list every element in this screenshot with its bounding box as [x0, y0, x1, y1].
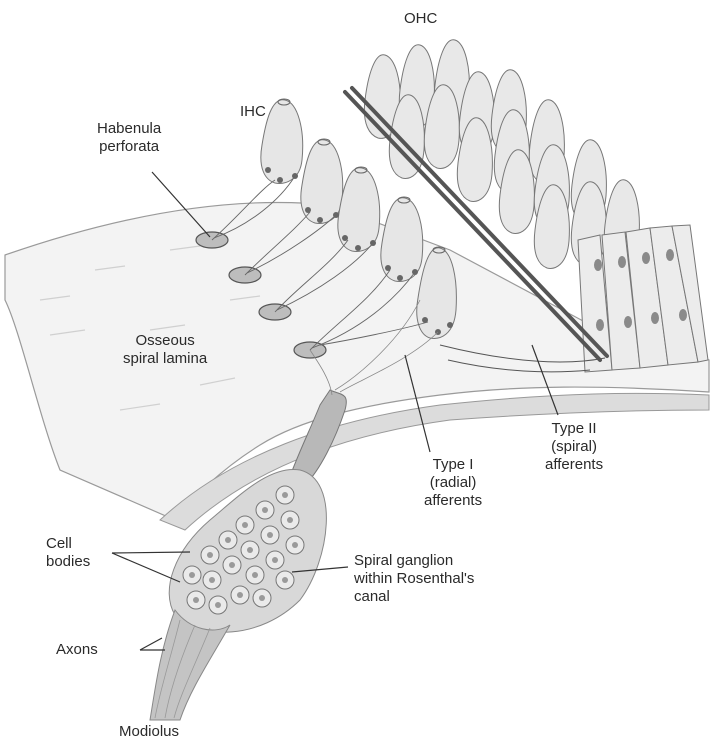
- label-type-i-radial-afferents: Type I (radial) afferents: [424, 456, 482, 510]
- label-axons: Axons: [56, 641, 98, 659]
- label-type-ii-spiral-afferents: Type II (spiral) afferents: [545, 420, 603, 474]
- label-modiolus: Modiolus: [119, 723, 179, 741]
- supporting-cells: [578, 225, 708, 372]
- label-cell-bodies: Cell bodies: [46, 535, 90, 571]
- label-osseous-spiral-lamina: Osseous spiral lamina: [123, 332, 207, 368]
- label-ihc: IHC: [240, 103, 266, 121]
- label-habenula-perforata: Habenula perforata: [97, 120, 161, 156]
- label-spiral-ganglion: Spiral ganglion within Rosenthal's canal: [354, 552, 474, 606]
- label-ohc: OHC: [404, 10, 437, 28]
